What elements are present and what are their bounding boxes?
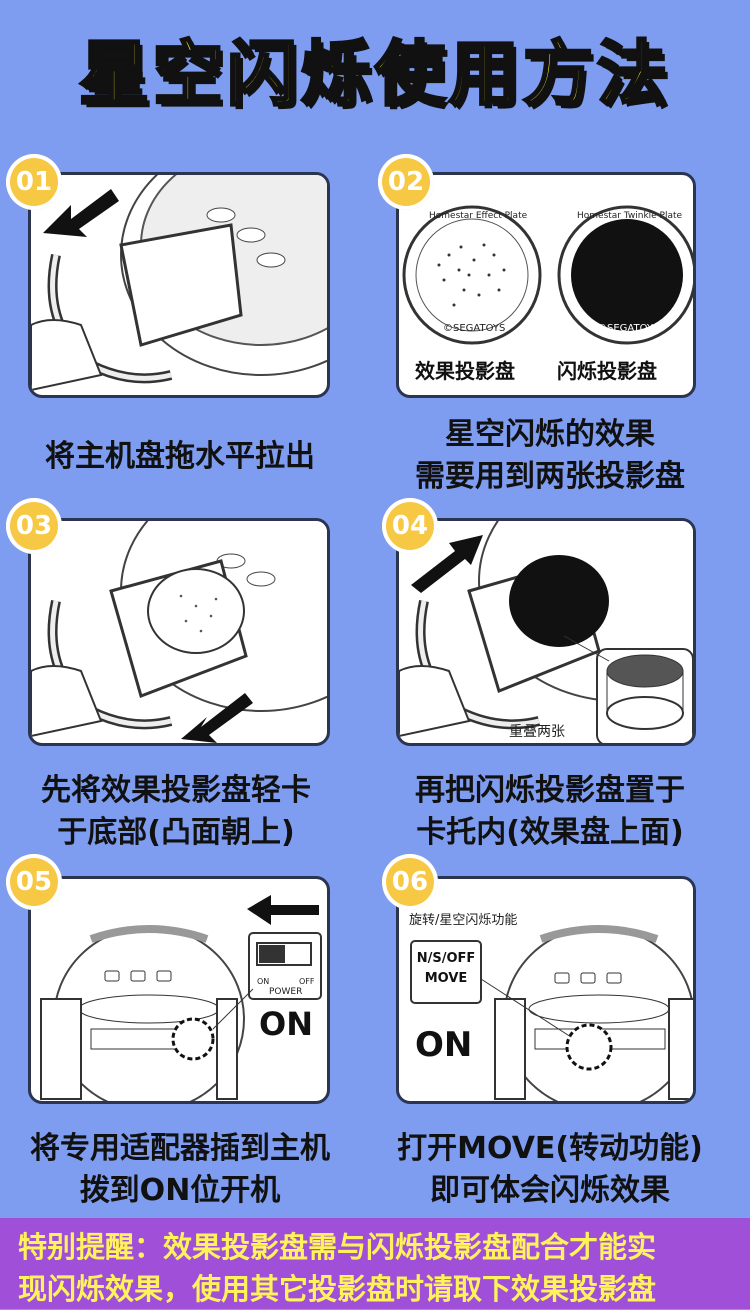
step-02-caption: 星空闪烁的效果 需要用到两张投影盘 [415, 417, 685, 494]
step-05-illustration [40, 895, 322, 1101]
step-04-caption: 再把闪烁投影盘置于 卡托内(效果盘上面) [415, 773, 685, 850]
footer-banner [0, 1218, 750, 1309]
plate-left-brand: ©SEGATOYS [443, 323, 506, 334]
mode-box-line1: N/S/OFF [416, 951, 476, 966]
step-02-illustration [402, 205, 693, 345]
footer-note: 特别提醒：效果投影盘需与闪烁投影盘配合才能实 现闪烁效果，使用其它投影盘时请取下… [18, 1230, 657, 1306]
step-03-illustration [31, 521, 327, 743]
step-01-panel [28, 172, 330, 398]
on-big-label: ON [259, 1005, 313, 1043]
switch-off-label: OFF [299, 977, 315, 986]
rotate-function-label: 旋转/星空闪烁功能 [409, 913, 518, 928]
step-05-caption: 将专用适配器插到主机 拨到ON位开机 [30, 1131, 330, 1208]
step-02-panel: Homestar Effect Plate Homestar Twinkle P… [396, 172, 696, 398]
step-05-badge: 05 [6, 854, 62, 910]
step-04-badge: 04 [382, 498, 438, 554]
step-03-badge: 03 [6, 498, 62, 554]
step-05-panel: ON OFF POWER ON [28, 876, 330, 1104]
step-06-illustration [410, 925, 693, 1101]
step-04-illustration [399, 521, 693, 743]
step-06-panel: 旋转/星空闪烁功能 N/S/OFF MOVE ON [396, 876, 696, 1104]
plate-right-brand: ©SEGATOYS [597, 323, 660, 334]
step-02-badge: 02 [378, 154, 434, 210]
plate-left-print: Homestar Effect Plate [429, 211, 528, 221]
step-04-panel: 重叠两张 [396, 518, 696, 746]
plate-right-label: 闪烁投影盘 [557, 359, 657, 383]
on-big-label-6: ON [415, 1025, 473, 1065]
step-01-caption: 将主机盘拖水平拉出 [45, 439, 315, 474]
page-title: 星空闪烁使用方法 [78, 32, 671, 117]
overlay-label: 重叠两张 [509, 724, 565, 740]
plate-left-label: 效果投影盘 [415, 359, 515, 383]
switch-on-label: ON [257, 977, 270, 986]
step-01-illustration [31, 175, 327, 392]
step-01-badge: 01 [6, 154, 62, 210]
step-06-badge: 06 [382, 854, 438, 910]
plate-right-print: Homestar Twinkle Plate [577, 211, 683, 221]
step-03-panel [28, 518, 330, 746]
switch-power-label: POWER [269, 987, 303, 997]
step-06-caption: 打开MOVE(转动功能) 即可体会闪烁效果 [397, 1131, 703, 1208]
step-03-caption: 先将效果投影盘轻卡 于底部(凸面朝上) [41, 773, 311, 850]
mode-box-line2: MOVE [424, 971, 468, 986]
